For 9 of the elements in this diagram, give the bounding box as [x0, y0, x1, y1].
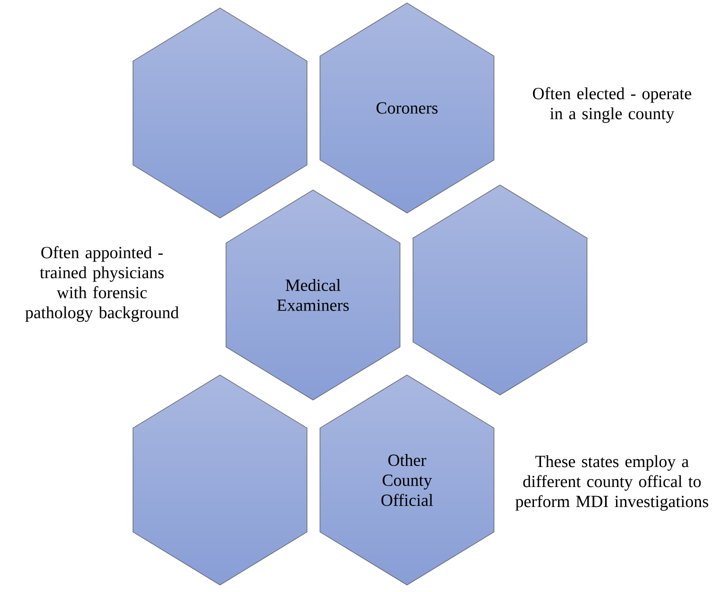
- hexagon: [132, 374, 308, 586]
- side-note: Often appointed - trained physicians with forensic pathology background: [25, 246, 179, 322]
- hexagon: Medical Examiners: [226, 190, 400, 400]
- side-note: These states employ a different county offical to perform MDI investigations: [515, 455, 708, 511]
- hexagon: [412, 184, 588, 396]
- side-note: Often elected - operate in a single county: [532, 87, 692, 123]
- hexagon: Other County Official: [320, 374, 494, 586]
- hexagon: [132, 8, 308, 218]
- hexagon: Coroners: [320, 2, 494, 214]
